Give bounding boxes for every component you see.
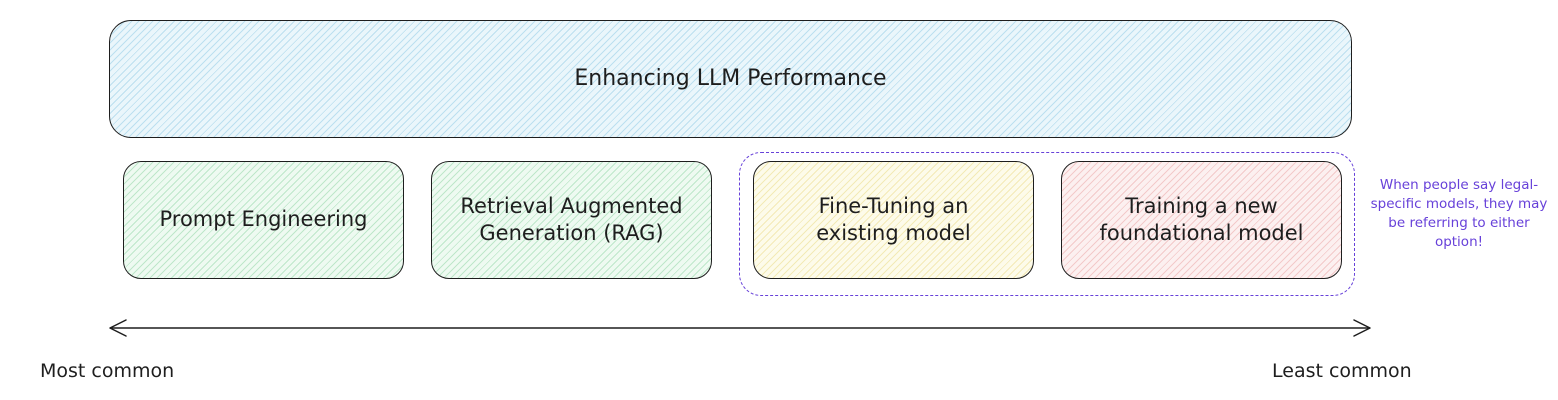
- rag-label: Retrieval Augmented Generation (RAG): [460, 193, 683, 245]
- prompt-engineering-box: Prompt Engineering: [123, 161, 404, 279]
- least-common-label: Least common: [1272, 360, 1412, 382]
- fine-tuning-box: Fine-Tuning an existing model: [753, 161, 1034, 279]
- fine-tuning-label: Fine-Tuning an existing model: [816, 193, 971, 245]
- most-common-label: Most common: [40, 360, 175, 382]
- new-foundational-model-label: Training a new foundational model: [1099, 193, 1304, 245]
- title-text: Enhancing LLM Performance: [574, 65, 887, 91]
- right-arrowhead-icon: [1353, 319, 1371, 337]
- legal-models-note: When people say legal-specific models, t…: [1370, 177, 1548, 250]
- left-arrowhead-icon: [109, 319, 127, 337]
- new-foundational-model-box: Training a new foundational model: [1061, 161, 1342, 279]
- prompt-engineering-label: Prompt Engineering: [159, 207, 368, 232]
- rag-box: Retrieval Augmented Generation (RAG): [431, 161, 712, 279]
- title-box: Enhancing LLM Performance: [109, 20, 1352, 138]
- legal-models-group: [739, 152, 1355, 296]
